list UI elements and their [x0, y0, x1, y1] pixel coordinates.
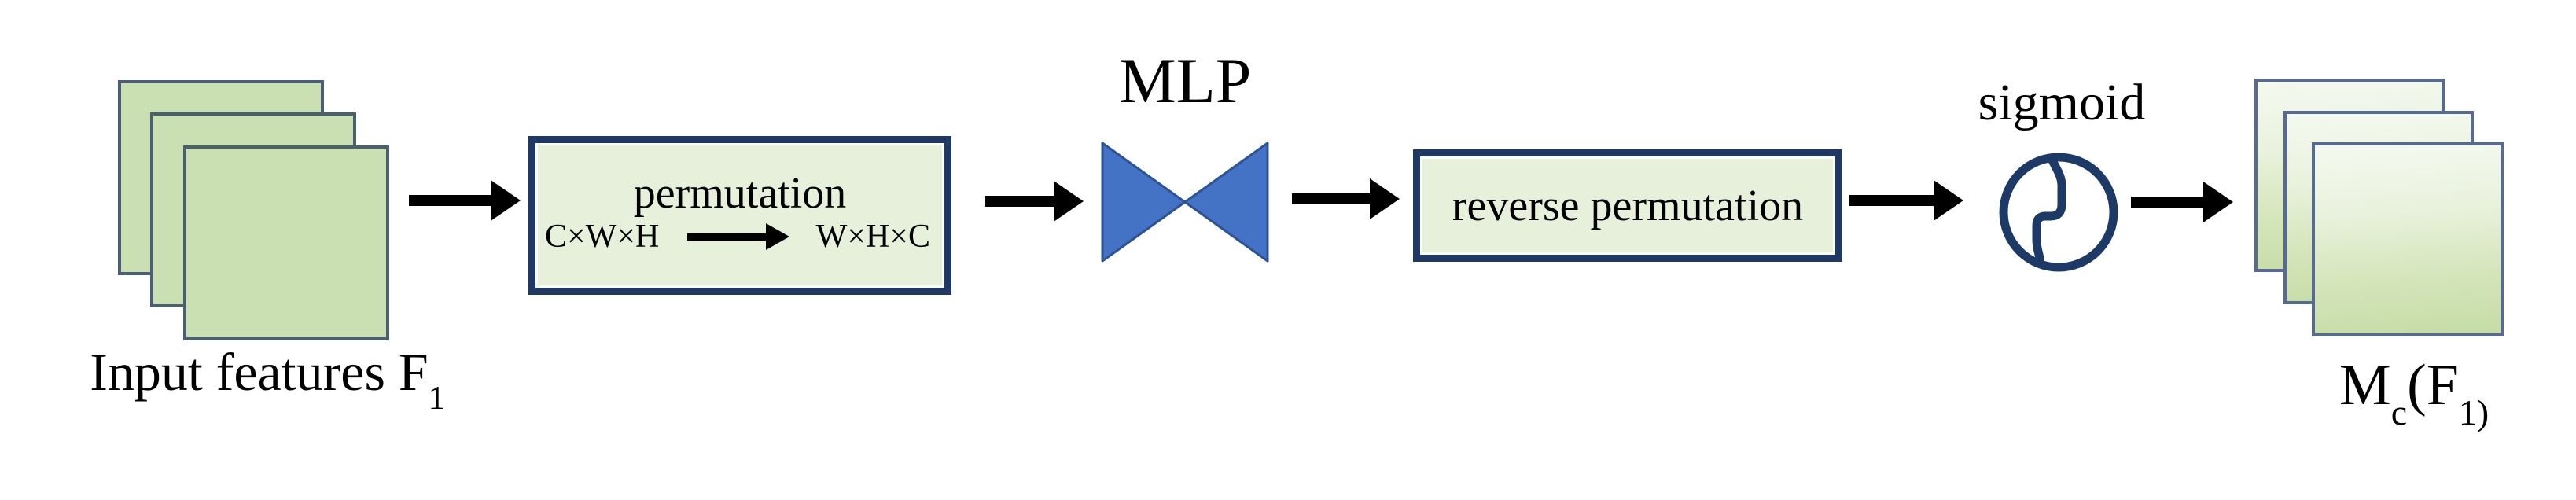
output-label-open: (F	[2407, 353, 2459, 417]
input-label-text: Input features F	[90, 342, 429, 402]
sigmoid-curve-icon	[1999, 153, 2118, 272]
permutation-arrow-icon	[687, 233, 766, 241]
permutation-box: permutation C×W×H W×H×C	[528, 136, 951, 295]
feature-map-square	[183, 145, 389, 340]
feature-map-square	[2312, 142, 2504, 336]
dims-to-text: W×H×C	[815, 219, 930, 255]
permutation-box-title: permutation	[633, 169, 847, 218]
output-label-subscript-1: 1)	[2458, 392, 2490, 432]
input-features-label: Input features F1	[31, 342, 503, 414]
reverse-permutation-box: reverse permutation	[1413, 149, 1842, 262]
mlp-label: MLP	[1118, 45, 1252, 116]
flow-arrow-icon	[409, 195, 491, 206]
flow-arrow-icon	[2131, 197, 2203, 208]
output-label-m: M	[2339, 353, 2391, 417]
reverse-permutation-label: reverse permutation	[1452, 181, 1804, 230]
output-label-subscript-c: c	[2390, 392, 2408, 432]
sigmoid-label: sigmoid	[1978, 74, 2146, 131]
mlp-bowtie-icon	[1101, 142, 1269, 263]
permutation-dims-row: C×W×H W×H×C	[545, 220, 930, 253]
output-label: Mc(F1)	[2296, 353, 2532, 430]
dims-from-text: C×W×H	[545, 219, 660, 255]
flow-arrow-icon	[1849, 195, 1934, 206]
flow-arrow-icon	[1292, 193, 1370, 204]
flow-arrow-icon	[985, 196, 1054, 207]
input-label-subscript: 1	[428, 379, 445, 417]
